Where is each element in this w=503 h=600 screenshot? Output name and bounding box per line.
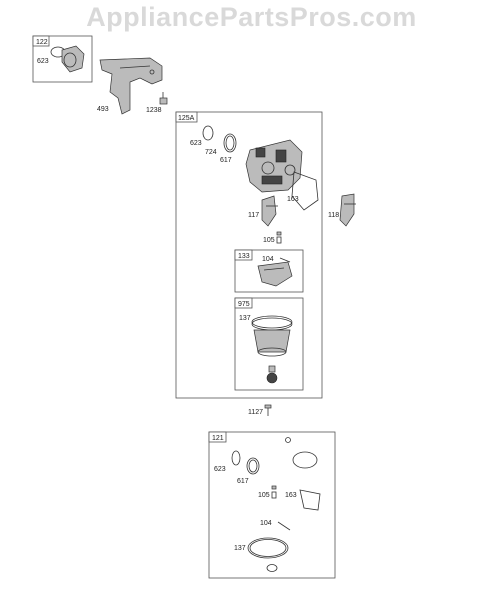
- label-724: 724: [205, 149, 217, 156]
- float-part: [257, 257, 293, 287]
- group-121-tag: 121: [212, 435, 224, 442]
- screw-105-part: [276, 231, 282, 244]
- label-118: 118: [328, 212, 339, 219]
- label-117: 117: [248, 212, 259, 219]
- label-623-carb: 623: [190, 140, 202, 147]
- label-105-carb: 105: [263, 237, 275, 244]
- label-163-kit: 163: [285, 492, 297, 499]
- label-137-kit: 137: [234, 545, 246, 552]
- label-623-kit: 623: [214, 466, 226, 473]
- bracket-part: [99, 57, 163, 115]
- label-623-top: 623: [37, 58, 49, 65]
- watermark-text: AppliancePartsPros.com: [86, 2, 417, 32]
- group-121-box: 121: [208, 431, 336, 579]
- group-125a-tag: 125A: [178, 115, 195, 122]
- screw-part: [159, 92, 168, 105]
- label-104-carb: 104: [262, 256, 274, 263]
- label-1238: 1238: [146, 107, 162, 114]
- carburetor-body-part: [245, 139, 303, 193]
- group-125a-box: 125A: [175, 111, 323, 399]
- solenoid-118-part: [339, 193, 356, 227]
- elbow-fitting-part: [50, 45, 85, 73]
- group-122-tag: 122: [36, 39, 48, 46]
- kit-gasket-163-part: [299, 489, 321, 511]
- kit-screw-part: [271, 485, 277, 499]
- label-104-kit: 104: [260, 520, 272, 527]
- solenoid-117-part: [261, 195, 278, 227]
- label-493: 493: [97, 106, 109, 113]
- group-975-box: 975: [234, 297, 304, 391]
- gasket-163-part: [291, 171, 319, 211]
- label-617-kit: 617: [237, 478, 249, 485]
- kit-bowl-gasket-part: [247, 537, 289, 572]
- gasket-rings-part: [202, 125, 237, 153]
- group-133-box: 133: [234, 249, 304, 293]
- group-133-tag: 133: [238, 253, 250, 260]
- float-bowl-part: [251, 315, 293, 357]
- label-163-carb: 163: [287, 196, 299, 203]
- label-137-carb: 137: [239, 315, 251, 322]
- label-105-kit: 105: [258, 492, 270, 499]
- bowl-nut-part: [266, 365, 278, 384]
- label-1127: 1127: [248, 409, 263, 416]
- group-975-tag: 975: [238, 301, 250, 308]
- kit-pin-part: [277, 521, 291, 531]
- group-122-box: 122 623: [32, 35, 93, 83]
- bolt-1127-part: [264, 404, 272, 416]
- label-617-carb: 617: [220, 157, 232, 164]
- kit-o-rings-part: [231, 437, 318, 475]
